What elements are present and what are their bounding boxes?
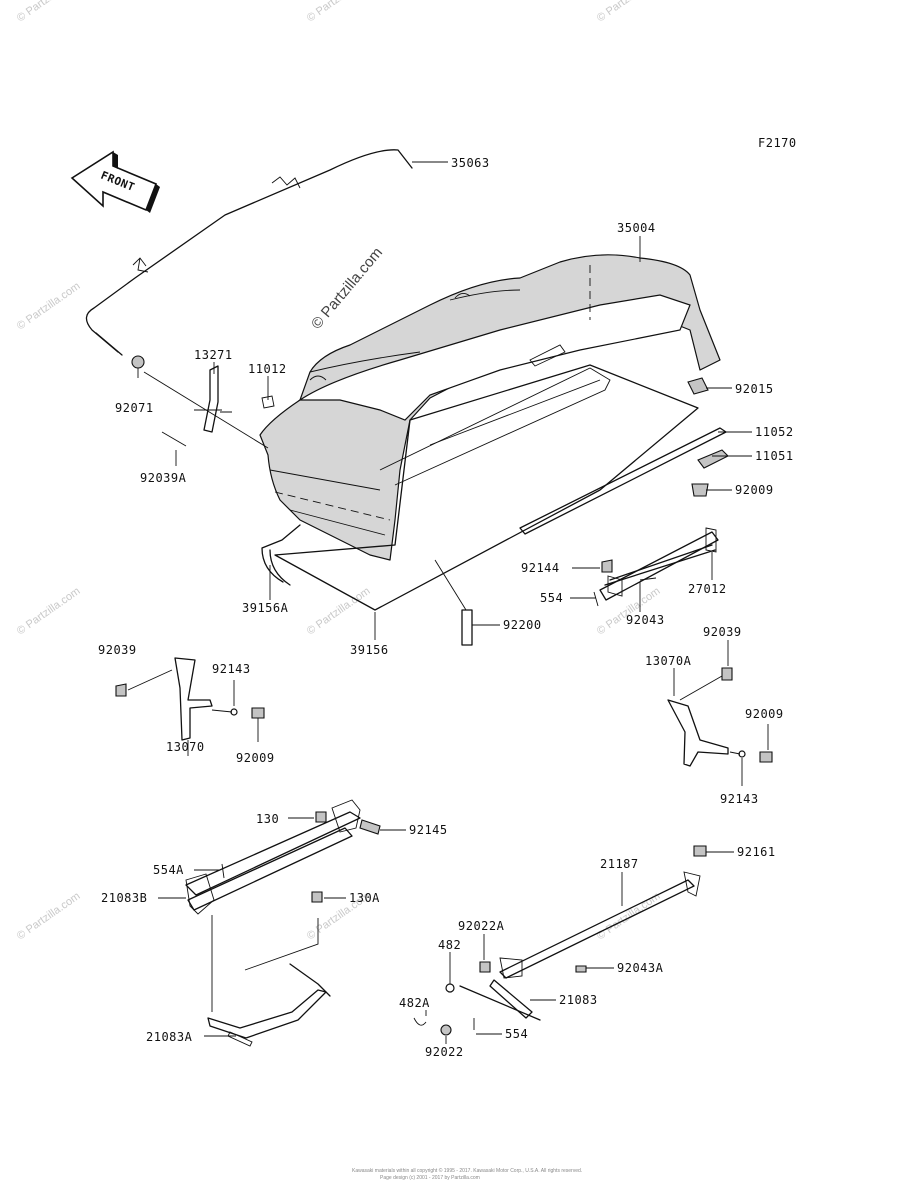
- label-482A: 482A: [399, 996, 430, 1010]
- label-92022A: 92022A: [458, 919, 505, 933]
- label-21083A: 21083A: [146, 1030, 193, 1044]
- label-27012: 27012: [688, 582, 727, 596]
- watermark-tile: © Partzilla.com: [15, 890, 83, 942]
- label-11052: 11052: [755, 425, 794, 439]
- label-13070A: 13070A: [645, 654, 692, 668]
- label-39156A: 39156A: [242, 601, 289, 615]
- label-11012: 11012: [248, 362, 287, 376]
- front-arrow-icon: FRONT: [70, 150, 160, 213]
- watermark-tile: © Partzilla.com: [305, 585, 373, 637]
- label-92144: 92144: [521, 561, 560, 575]
- label-554A: 554A: [153, 863, 184, 877]
- label-92022: 92022: [425, 1045, 464, 1059]
- label-21187: 21187: [600, 857, 639, 871]
- label-92200: 92200: [503, 618, 542, 632]
- label-130A: 130A: [349, 891, 380, 905]
- pin-92200: [434, 559, 473, 646]
- cover-35004: [259, 254, 721, 561]
- bracket-13070: [115, 657, 265, 741]
- label-554-bottom: 554: [505, 1027, 528, 1041]
- watermark-tile: © Partzilla.com: [305, 0, 373, 24]
- label-92039-left: 92039: [98, 643, 137, 657]
- label-11051: 11051: [755, 449, 794, 463]
- bracket-27012: [593, 527, 719, 607]
- seal-39156A: [261, 524, 301, 586]
- label-92043A: 92043A: [617, 961, 664, 975]
- rod-35063: [85, 149, 413, 356]
- part-labels: 35063 35004 13271 11012 92071 92039A 920…: [98, 156, 794, 1059]
- label-92039-right: 92039: [703, 625, 742, 639]
- label-35063: 35063: [451, 156, 490, 170]
- label-92015: 92015: [735, 382, 774, 396]
- liner-39156: [274, 364, 699, 611]
- label-92143-right: 92143: [720, 792, 759, 806]
- label-92043: 92043: [626, 613, 665, 627]
- label-554-top: 554: [540, 591, 563, 605]
- watermark-tile: © Partzilla.com: [15, 0, 83, 24]
- label-92009-right: 92009: [745, 707, 784, 721]
- label-92009-top: 92009: [735, 483, 774, 497]
- leader-lines: [137, 161, 769, 1044]
- bracket-13070A: [667, 667, 773, 767]
- figure-code: F2170: [758, 136, 797, 150]
- arm-21083A: [207, 963, 331, 1047]
- watermark-tile: © Partzilla.com: [15, 585, 83, 637]
- strip-parts: [519, 377, 729, 535]
- label-92071: 92071: [115, 401, 154, 415]
- label-13271: 13271: [194, 348, 233, 362]
- label-39156: 39156: [350, 643, 389, 657]
- label-21083B: 21083B: [101, 891, 147, 905]
- lever-assembly-21083B: [185, 799, 381, 1012]
- footer-line-2: Page design (c) 2001 - 2017 by Partzilla…: [380, 1175, 480, 1181]
- watermark-tile: © Partzilla.com: [595, 0, 663, 24]
- label-130: 130: [256, 812, 279, 826]
- latch-parts: [131, 355, 275, 449]
- label-13070: 13070: [166, 740, 205, 754]
- label-92143-left: 92143: [212, 662, 251, 676]
- watermark-tile: © Partzilla.com: [15, 280, 83, 332]
- label-21083: 21083: [559, 993, 598, 1007]
- footer-line-1: Kawasaki materials within all copyright …: [352, 1167, 582, 1174]
- label-92145: 92145: [409, 823, 448, 837]
- label-92009-left: 92009: [236, 751, 275, 765]
- label-482: 482: [438, 938, 461, 952]
- watermark-tile: © Partzilla.com: [595, 585, 663, 637]
- watermark-main: © Partzilla.com: [308, 244, 386, 332]
- label-92161: 92161: [737, 845, 776, 859]
- label-35004: 35004: [617, 221, 656, 235]
- rod-21187: [413, 845, 707, 1036]
- label-92039A: 92039A: [140, 471, 187, 485]
